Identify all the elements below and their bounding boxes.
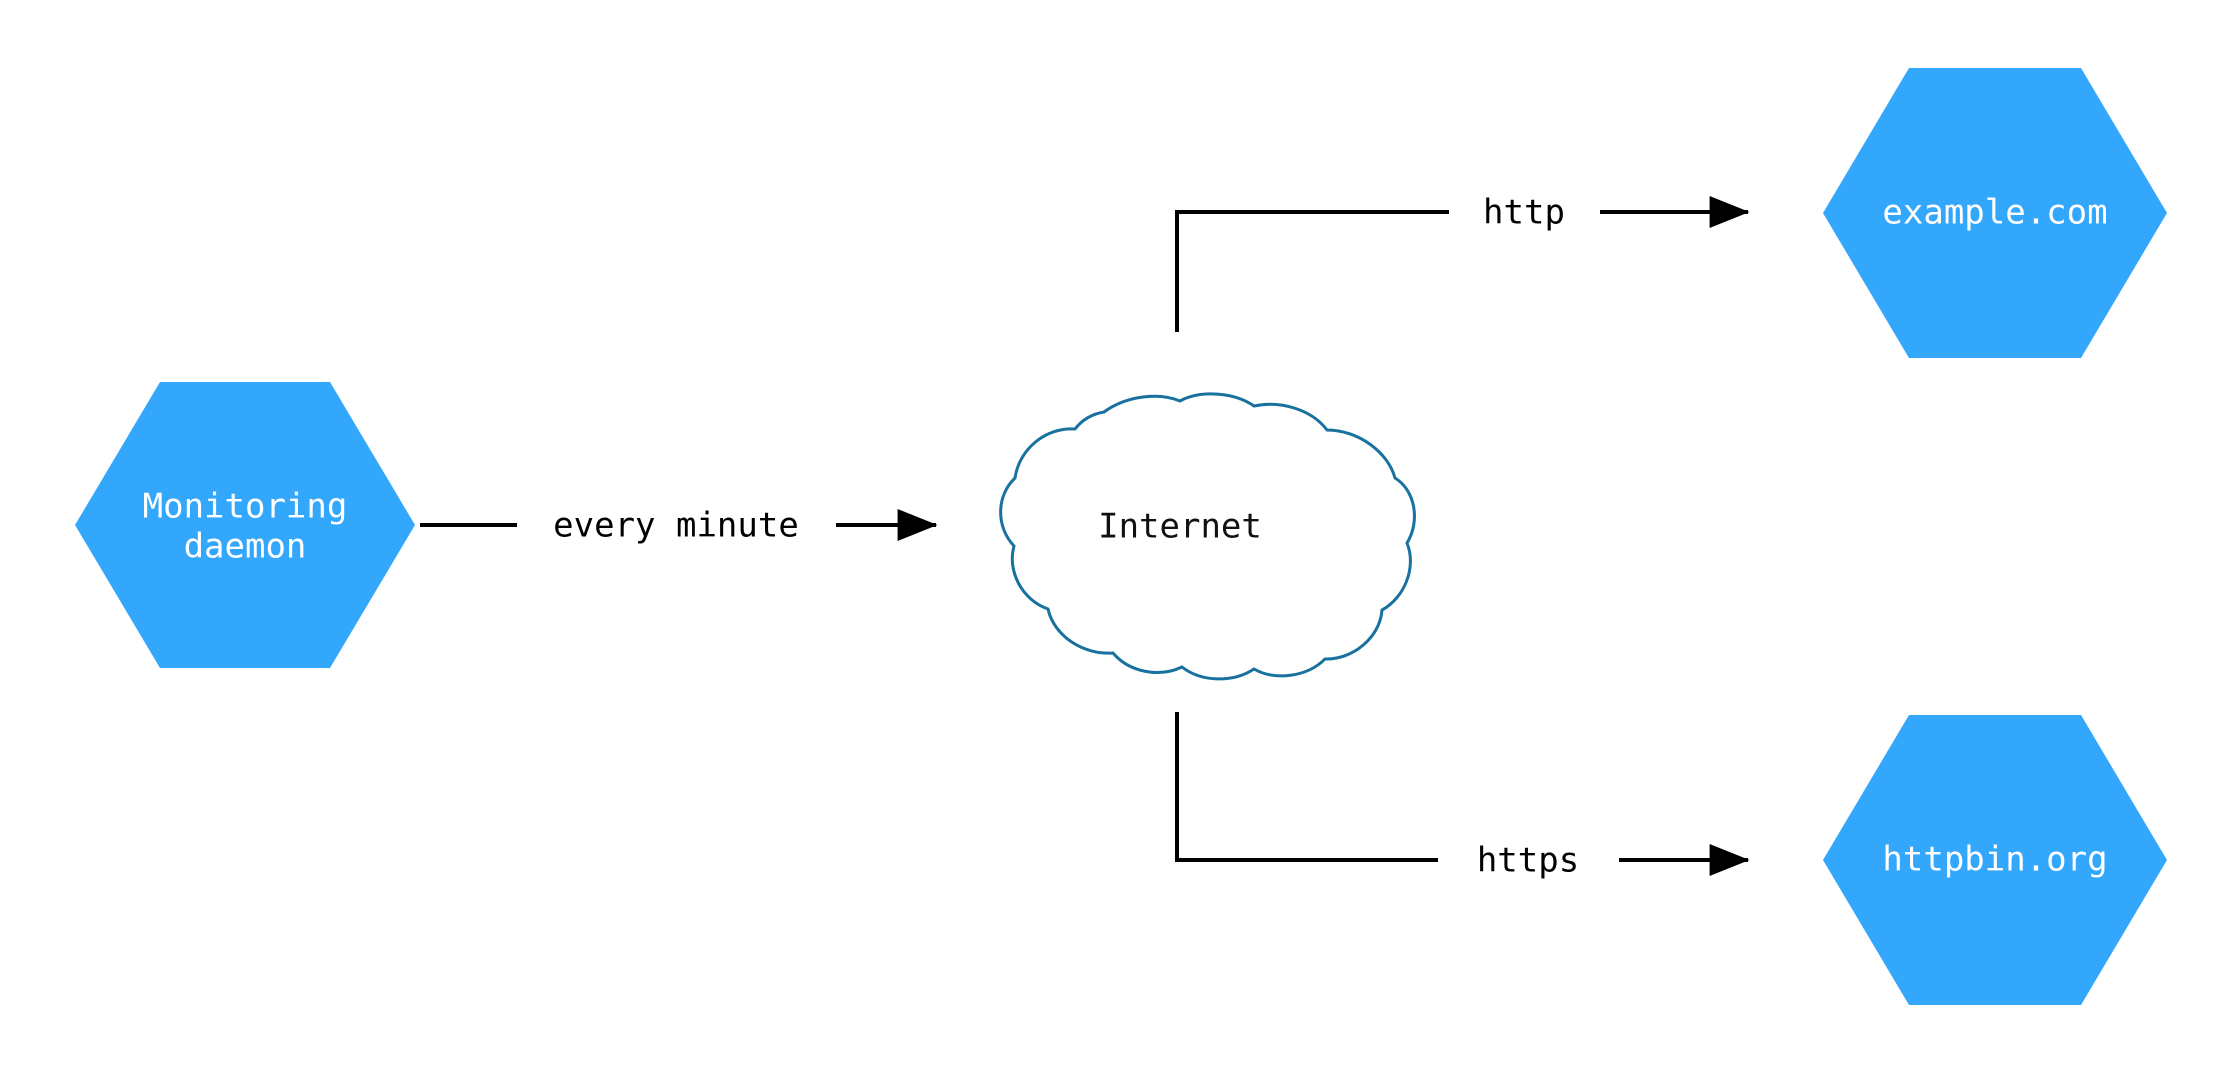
edge-internet-to-httpbin: https (1175, 712, 1750, 881)
edge-internet-to-example: http (1175, 193, 1750, 332)
cloud-shape[interactable] (999, 392, 1416, 681)
hexagon-shape[interactable] (1823, 715, 2167, 1005)
node-label-example-com: example.com (1882, 193, 2107, 233)
edge-elbow-top (1175, 210, 1449, 332)
hexagon-shape[interactable] (1823, 68, 2167, 358)
node-label-httpbin-org: httpbin.org (1882, 840, 2107, 880)
node-label-line-2: daemon (184, 527, 307, 567)
edge-label-https: https (1477, 841, 1579, 881)
hexagon-shape[interactable] (75, 382, 415, 668)
edge-elbow-bottom (1175, 712, 1438, 862)
node-internet[interactable]: Internet (999, 392, 1416, 681)
edge-daemon-to-internet: every minute (420, 506, 938, 546)
node-httpbin-org[interactable]: httpbin.org (1823, 715, 2167, 1005)
edge-label-http: http (1483, 193, 1565, 233)
node-monitoring-daemon[interactable]: Monitoring daemon (75, 382, 415, 668)
node-example-com[interactable]: example.com (1823, 68, 2167, 358)
edge-label-every-minute: every minute (553, 506, 799, 546)
node-label-internet: Internet (1098, 507, 1262, 547)
node-label-line-1: Monitoring (143, 487, 348, 527)
